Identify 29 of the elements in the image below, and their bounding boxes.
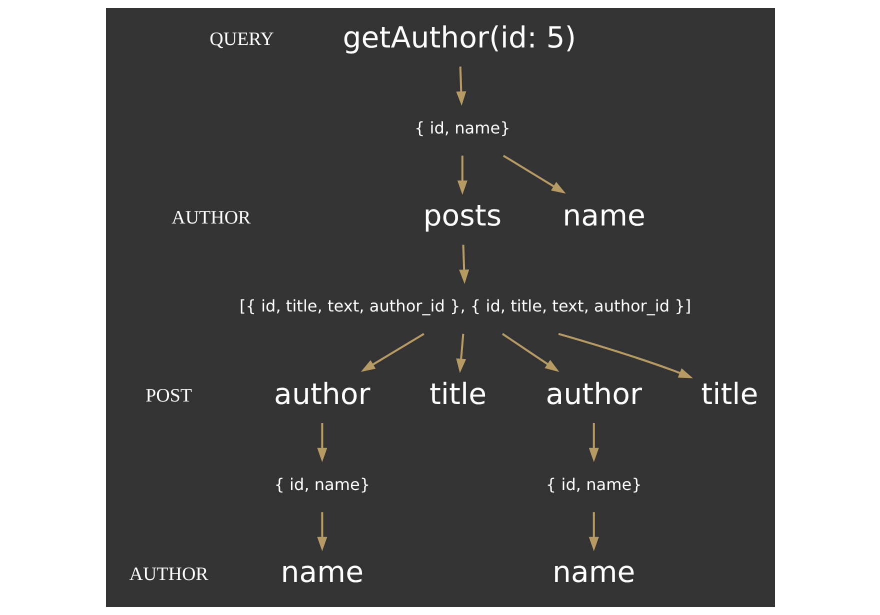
node-text: getAuthor(id: 5) bbox=[342, 20, 576, 54]
node-text: title bbox=[700, 376, 758, 411]
node-text: name bbox=[280, 555, 364, 590]
label: AUTHOR bbox=[171, 207, 250, 228]
arrow bbox=[456, 156, 467, 195]
node-text: { id, name} bbox=[274, 474, 370, 494]
arrow bbox=[316, 512, 327, 552]
label: AUTHOR bbox=[128, 564, 208, 585]
arrow bbox=[360, 333, 424, 372]
arrow bbox=[588, 423, 598, 462]
label: POST bbox=[145, 386, 192, 407]
node-text: posts bbox=[422, 198, 502, 233]
arrow bbox=[456, 334, 466, 374]
node-text: author bbox=[545, 376, 642, 411]
arrow bbox=[316, 423, 327, 462]
arrow bbox=[501, 333, 559, 372]
node-text: name bbox=[552, 555, 635, 590]
arrow bbox=[456, 66, 466, 106]
node-text: author bbox=[274, 376, 370, 411]
arrow bbox=[558, 332, 692, 378]
node-text: name bbox=[562, 198, 646, 233]
arrow bbox=[588, 512, 598, 552]
label: QUERY bbox=[209, 29, 274, 50]
node-text: { id, name} bbox=[414, 118, 510, 138]
node-text: title bbox=[428, 376, 486, 411]
node-text: { id, name} bbox=[545, 474, 642, 494]
arrow bbox=[458, 244, 469, 284]
node-text: [{ id, title, text, author_id }, { id, title, text, author_id }] bbox=[239, 296, 691, 316]
arrow bbox=[502, 154, 566, 194]
